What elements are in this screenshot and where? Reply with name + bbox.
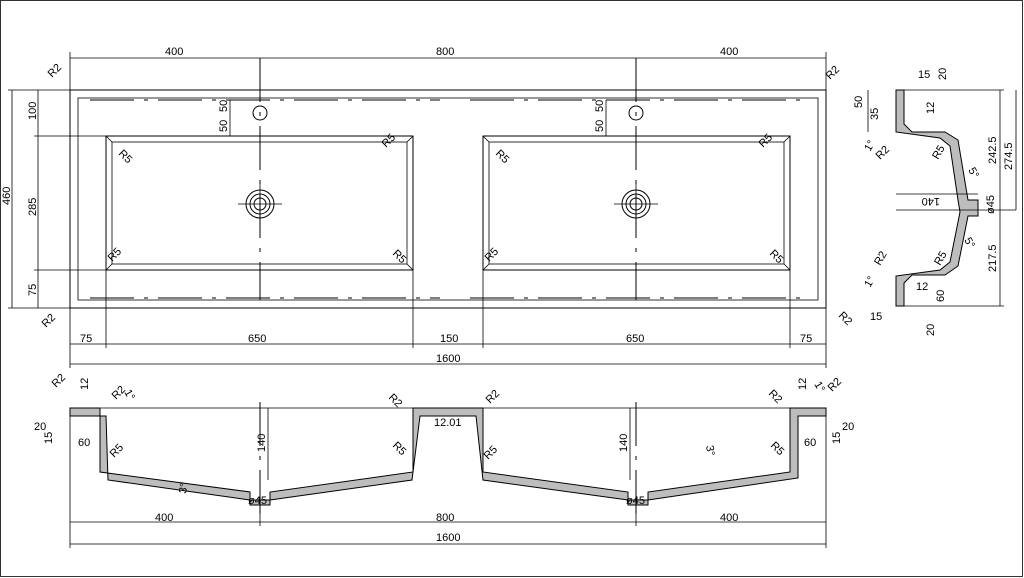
- svg-text:5°: 5°: [965, 166, 981, 181]
- svg-text:15: 15: [43, 432, 55, 444]
- tap-hole-left: [252, 105, 268, 121]
- svg-text:274.5: 274.5: [1003, 142, 1015, 170]
- svg-text:R5: R5: [380, 132, 398, 150]
- svg-text:12.01: 12.01: [434, 417, 462, 429]
- side-profile: [895, 89, 979, 307]
- countertop-outline: [69, 89, 827, 309]
- svg-text:650: 650: [626, 333, 644, 345]
- plan-top-dim-2: 800: [436, 46, 454, 58]
- svg-text:R2: R2: [386, 392, 404, 410]
- svg-text:3°: 3°: [703, 444, 717, 456]
- svg-text:1°: 1°: [811, 380, 827, 395]
- svg-text:R5: R5: [930, 143, 947, 161]
- svg-text:ø45: ø45: [985, 195, 997, 214]
- svg-text:12: 12: [797, 378, 809, 390]
- front-section-view: 140 140 ø45 ø45 3° 3° R2 12 1° R2 20 15 …: [34, 372, 854, 548]
- svg-text:R2: R2: [484, 388, 502, 406]
- svg-text:R2: R2: [826, 376, 844, 394]
- svg-text:50: 50: [594, 120, 606, 132]
- svg-text:140: 140: [256, 434, 268, 452]
- svg-text:150: 150: [440, 333, 458, 345]
- drain-right: [614, 182, 658, 226]
- svg-text:20: 20: [937, 68, 949, 80]
- drain-left: [238, 182, 282, 226]
- svg-text:20: 20: [925, 324, 937, 336]
- svg-text:R5: R5: [390, 440, 408, 458]
- svg-text:15: 15: [831, 432, 843, 444]
- svg-text:R5: R5: [482, 444, 500, 462]
- svg-text:R2: R2: [40, 312, 58, 330]
- svg-text:R2: R2: [872, 249, 889, 267]
- svg-text:5°: 5°: [961, 236, 977, 251]
- svg-text:50: 50: [218, 120, 230, 132]
- plan-left-dim-top: 100: [27, 102, 39, 120]
- svg-text:R2: R2: [766, 388, 784, 406]
- svg-text:R5: R5: [108, 442, 126, 460]
- svg-text:650: 650: [248, 333, 266, 345]
- svg-text:75: 75: [800, 333, 812, 345]
- svg-text:12: 12: [916, 281, 928, 293]
- radius-label: R2: [46, 62, 64, 80]
- section-overall-width: 1600: [436, 532, 460, 544]
- svg-text:50: 50: [853, 96, 865, 108]
- svg-text:400: 400: [155, 512, 173, 524]
- svg-text:15: 15: [870, 311, 882, 323]
- svg-text:242.5: 242.5: [987, 136, 999, 164]
- svg-text:60: 60: [78, 437, 90, 449]
- plan-left-dim-bottom: 75: [27, 284, 39, 296]
- side-section-view: 15 20 50 35 12 1° R2 R5 5° 242.5 274.5 1…: [853, 68, 1017, 336]
- svg-text:R2: R2: [836, 310, 854, 328]
- svg-text:140: 140: [922, 195, 940, 207]
- svg-text:R5: R5: [483, 246, 501, 264]
- svg-text:R2: R2: [50, 372, 68, 390]
- svg-text:R2: R2: [824, 64, 842, 82]
- plan-top-dim-3: 400: [720, 46, 738, 58]
- svg-text:R5: R5: [106, 246, 124, 264]
- svg-text:35: 35: [869, 108, 881, 120]
- svg-text:R5: R5: [767, 248, 785, 266]
- plan-overall-width: 1600: [436, 353, 460, 365]
- plan-left-dim-total: 460: [1, 187, 13, 205]
- svg-text:217.5: 217.5: [987, 244, 999, 272]
- svg-text:R5: R5: [757, 132, 775, 150]
- svg-text:60: 60: [804, 437, 816, 449]
- svg-text:60: 60: [935, 290, 947, 302]
- svg-text:R5: R5: [390, 248, 408, 266]
- svg-text:ø45: ø45: [626, 495, 645, 507]
- svg-text:12: 12: [79, 378, 91, 390]
- plan-left-dim-mid: 285: [27, 198, 39, 216]
- svg-text:R5: R5: [493, 148, 511, 166]
- svg-text:20: 20: [842, 421, 854, 433]
- svg-text:1°: 1°: [121, 388, 137, 403]
- plan-top-dim-1: 400: [165, 46, 183, 58]
- svg-text:R5: R5: [116, 148, 134, 166]
- svg-text:75: 75: [80, 333, 92, 345]
- svg-text:1°: 1°: [862, 274, 878, 289]
- svg-text:50: 50: [218, 100, 230, 112]
- svg-text:ø45: ø45: [248, 495, 267, 507]
- svg-text:140: 140: [618, 434, 630, 452]
- svg-text:12: 12: [925, 102, 937, 114]
- svg-text:R5: R5: [768, 440, 786, 458]
- svg-text:400: 400: [720, 512, 738, 524]
- svg-text:1°: 1°: [862, 138, 878, 153]
- tap-hole-right: [628, 105, 644, 121]
- svg-text:15: 15: [918, 69, 930, 81]
- svg-text:50: 50: [594, 100, 606, 112]
- svg-text:800: 800: [436, 512, 454, 524]
- plan-view: 400 800 400 460 100 285 75 50 50 50 50 R…: [1, 46, 854, 368]
- svg-text:3°: 3°: [177, 482, 191, 494]
- svg-text:20: 20: [34, 421, 46, 433]
- countertop-edge: [77, 97, 819, 301]
